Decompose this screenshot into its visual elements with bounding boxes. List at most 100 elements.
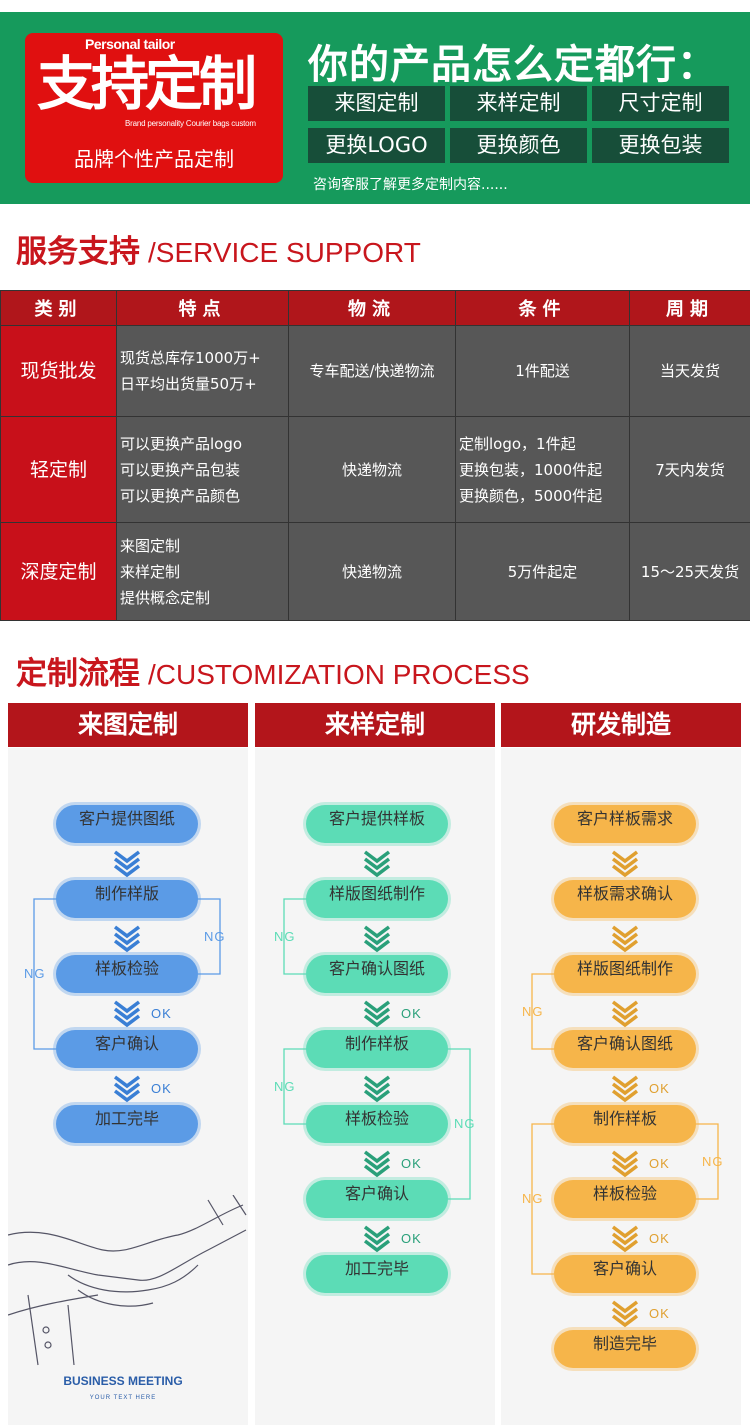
category-cell: 轻定制: [0, 416, 117, 523]
ng-label: NG: [204, 928, 226, 944]
cycle-cell: 当天发货: [629, 325, 750, 417]
ok-label: OK: [401, 1231, 422, 1246]
process-section-title: 定制流程/CUSTOMIZATION PROCESS: [16, 648, 530, 693]
cycle-cell-line: 7天内发货: [655, 460, 725, 479]
conditions-cell: 1件配送: [455, 325, 630, 417]
conditions-cell: 5万件起定: [455, 522, 630, 621]
flow-step: 客户确认: [306, 1180, 448, 1218]
features-cell-line: 可以更换产品包装: [120, 460, 241, 479]
logistics-cell: 快递物流: [288, 522, 456, 621]
flow-step: 客户提供样板: [306, 805, 448, 843]
process-title-en: /CUSTOMIZATION PROCESS: [148, 659, 530, 690]
option-tile: 更换颜色: [450, 128, 587, 163]
conditions-cell-line: 更换包装，1000件起: [459, 460, 603, 479]
logistics-cell: 专车配送/快递物流: [288, 325, 456, 417]
ng-label: NG: [702, 1153, 724, 1169]
option-tile: 来图定制: [308, 86, 445, 121]
column-header: 物流: [288, 290, 456, 326]
flow-step: 客户确认: [554, 1255, 696, 1293]
process-column-header: 研发制造: [501, 703, 741, 747]
category-cell: 深度定制: [0, 522, 117, 621]
badge-sub-text: Brand personality Courier bags custom: [125, 119, 256, 128]
ng-label: NG: [522, 1191, 544, 1206]
banner-note: 咨询客服了解更多定制内容......: [313, 177, 508, 193]
features-cell-line: 提供概念定制: [120, 588, 211, 607]
flow-step: 客户确认图纸: [306, 955, 448, 993]
ok-label: OK: [401, 1006, 422, 1021]
service-title-cn: 服务支持: [16, 234, 140, 270]
process-column-header: 来图定制: [8, 703, 248, 747]
column-header: 条件: [455, 290, 630, 326]
option-tile: 来样定制: [450, 86, 587, 121]
ng-label: NG: [24, 966, 46, 981]
conditions-cell: 定制logo，1件起更换包装，1000件起更换颜色，5000件起: [455, 416, 630, 523]
flow-step: 制作样板: [554, 1105, 696, 1143]
category-cell-line: 深度定制: [20, 560, 97, 583]
flow-step: 样板检验: [554, 1180, 696, 1218]
handshake-illustration: BUSINESS MEETING YOUR TEXT HERE: [8, 1195, 247, 1401]
cycle-cell-line: 当天发货: [659, 362, 720, 380]
process-panel: [501, 748, 741, 1425]
custom-badge: Personal tailor 支持定制 Brand personality C…: [25, 33, 283, 183]
process-column-header: 来样定制: [255, 703, 495, 747]
logistics-cell-line: 专车配送/快递物流: [309, 362, 435, 380]
logistics-cell-line: 快递物流: [341, 562, 402, 581]
option-tile: 更换LOGO: [308, 128, 445, 163]
table-row: 现货批发 现货总库存1000万+ 日平均出货量50万+ 专车配送/快递物流 1件配送 当天…: [0, 325, 750, 417]
service-table: 类别特点物流条件周期 现货批发 现货总库存1000万+ 日平均出货量50万+ 专车配送…: [0, 290, 750, 621]
table-header-row: 类别特点物流条件周期: [0, 290, 750, 326]
features-cell-line: 来样定制: [120, 562, 181, 581]
ok-label: OK: [649, 1306, 670, 1321]
features-cell: 来图定制来样定制提供概念定制: [116, 522, 289, 621]
cycle-cell: 7天内发货: [629, 416, 750, 523]
ng-label: NG: [454, 1116, 476, 1131]
process-title-cn: 定制流程: [16, 656, 140, 692]
category-cell-line: 轻定制: [29, 458, 87, 481]
badge-big-text: 支持定制: [37, 50, 257, 118]
option-tile: 更换包装: [592, 128, 729, 163]
banner-title: 你的产品怎么定都行：: [308, 42, 718, 88]
ng-label: NG: [522, 1003, 544, 1019]
ok-label: OK: [151, 1006, 172, 1021]
flow-step: 客户样板需求: [554, 805, 696, 843]
ng-label: NG: [274, 928, 296, 944]
features-cell-line: 现货总库存1000万+: [120, 349, 261, 367]
flow-step: 客户确认图纸: [554, 1030, 696, 1068]
flow-step: 制作样板: [306, 1030, 448, 1068]
flow-step: 样板检验: [306, 1105, 448, 1143]
flow-step: 制作样版: [56, 880, 198, 918]
flow-step: 样板需求确认: [554, 880, 696, 918]
features-cell-line: 日平均出货量50万+: [120, 375, 257, 393]
illustration-title: BUSINESS MEETING: [63, 1374, 182, 1388]
features-cell: 可以更换产品logo 可以更换产品包装可以更换产品颜色: [116, 416, 289, 523]
conditions-cell-line: 定制logo，1件起: [459, 434, 576, 453]
service-title-en: /SERVICE SUPPORT: [148, 237, 421, 268]
flow-step: 客户提供图纸: [56, 805, 198, 843]
features-cell: 现货总库存1000万+ 日平均出货量50万+: [116, 325, 289, 417]
badge-cn-text: 品牌个性产品定制: [74, 147, 234, 171]
logistics-cell: 快递物流: [288, 416, 456, 523]
ok-label: OK: [649, 1231, 670, 1246]
cycle-cell: 15～25天发货: [629, 522, 750, 621]
ng-label: NG: [274, 1078, 296, 1094]
flow-step: 客户确认: [56, 1030, 198, 1068]
badge-en-text: Personal tailor: [85, 36, 175, 52]
column-header: 周期: [629, 290, 750, 326]
flow-step: 加工完毕: [56, 1105, 198, 1143]
logistics-cell-line: 快递物流: [341, 460, 402, 479]
column-header: 特点: [116, 290, 289, 326]
features-cell-line: 可以更换产品logo: [120, 434, 243, 453]
features-cell-line: 可以更换产品颜色: [120, 486, 241, 505]
ok-label: OK: [649, 1156, 670, 1171]
service-section-title: 服务支持/SERVICE SUPPORT: [16, 226, 421, 271]
category-cell-line: 现货批发: [20, 360, 97, 382]
option-tile: 尺寸定制: [592, 86, 729, 121]
conditions-cell-line: 5万件起定: [507, 562, 578, 581]
cycle-cell-line: 15～25天发货: [640, 562, 740, 581]
ok-label: OK: [151, 1081, 172, 1096]
banner: Personal tailor 支持定制 Brand personality C…: [0, 12, 750, 204]
column-header: 类别: [0, 290, 117, 326]
table-row: 轻定制 可以更换产品logo 可以更换产品包装可以更换产品颜色 快递物流 定制logo，…: [0, 416, 750, 523]
flow-step: 样版图纸制作: [306, 880, 448, 918]
